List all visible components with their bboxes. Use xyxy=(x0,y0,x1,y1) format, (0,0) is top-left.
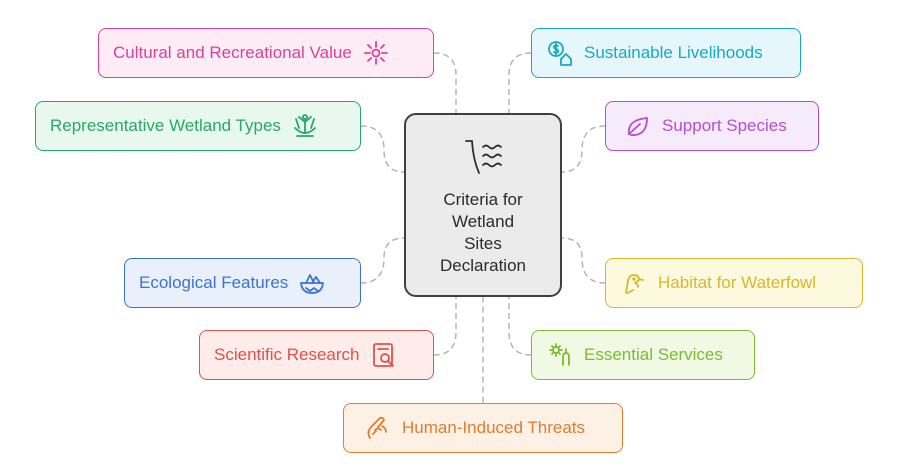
node-label: Support Species xyxy=(662,116,787,135)
money-house-icon xyxy=(548,41,572,66)
connector-representative xyxy=(360,125,405,173)
node-label: Cultural and Recreational Value xyxy=(113,43,352,62)
node-label: Scientific Research xyxy=(214,345,360,364)
connector-species xyxy=(561,125,606,173)
leaf-icon xyxy=(627,117,648,136)
node-representative-wetland-types: Representative Wetland Types xyxy=(35,101,361,151)
node-label: Sustainable Livelihoods xyxy=(584,43,763,62)
node-ecological-features: Ecological Features xyxy=(124,258,361,308)
node-human-induced-threats: Human-Induced Threats xyxy=(343,403,623,453)
sparkle-burst-icon xyxy=(363,41,388,65)
node-support-species: Support Species xyxy=(605,101,819,151)
node-habitat-for-waterfowl: Habitat for Waterfowl xyxy=(605,258,863,308)
node-label: Representative Wetland Types xyxy=(50,116,281,135)
bird-icon xyxy=(625,274,644,294)
node-sustainable-livelihoods: Sustainable Livelihoods xyxy=(531,28,801,78)
node-label: Essential Services xyxy=(584,345,723,364)
central-topic: Criteria for Wetland Sites Declaration xyxy=(404,113,562,297)
connector-cultural xyxy=(433,52,457,114)
hand-damage-icon xyxy=(367,416,387,439)
bowl-leaf-icon xyxy=(300,274,325,294)
connector-scientific xyxy=(433,296,457,356)
gear-hand-icon xyxy=(549,343,570,366)
node-scientific-research: Scientific Research xyxy=(199,330,434,380)
connector-ecological xyxy=(360,237,405,284)
node-essential-services: Essential Services xyxy=(531,330,755,380)
wetland-waves-icon xyxy=(465,140,502,174)
node-cultural-recreational-value: Cultural and Recreational Value xyxy=(98,28,434,78)
wetland-plant-icon xyxy=(294,114,316,137)
document-search-icon xyxy=(372,343,394,367)
connector-livelihoods xyxy=(508,52,532,114)
node-label: Ecological Features xyxy=(139,273,289,292)
connector-services xyxy=(508,296,532,356)
central-topic-title: Criteria for Wetland Sites Declaration xyxy=(440,190,526,275)
node-label: Habitat for Waterfowl xyxy=(658,273,817,292)
node-label: Human-Induced Threats xyxy=(402,418,586,437)
connector-waterfowl xyxy=(561,237,606,284)
